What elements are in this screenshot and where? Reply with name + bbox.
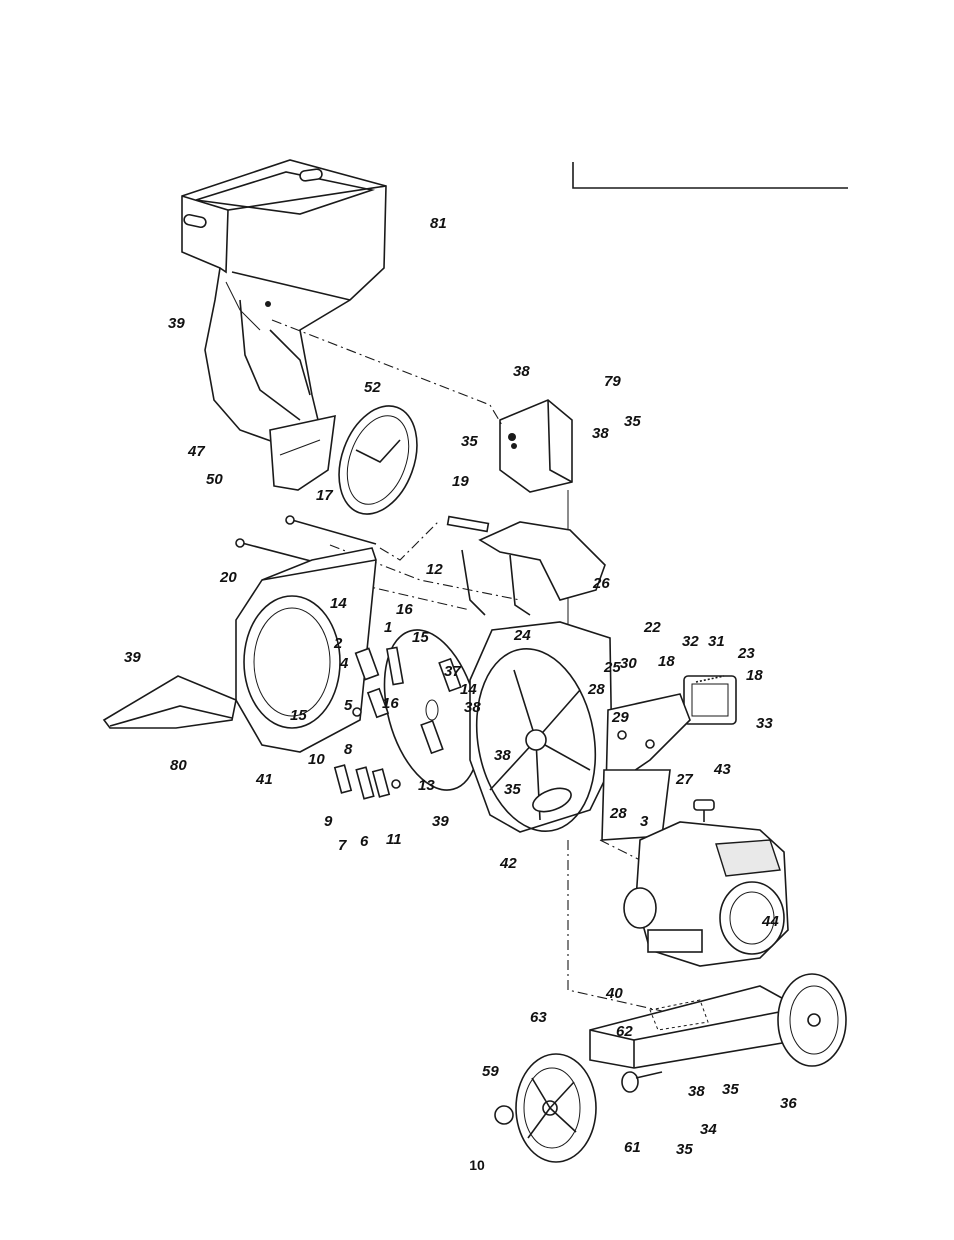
part-label-35: 35 xyxy=(722,1081,739,1098)
part-label-16: 16 xyxy=(382,695,399,712)
part-label-42: 42 xyxy=(499,855,517,872)
part-label-8: 8 xyxy=(344,741,353,758)
part-label-44: 44 xyxy=(761,913,779,930)
part-label-3: 3 xyxy=(640,813,649,830)
part-label-40: 40 xyxy=(605,985,623,1002)
part-label-35: 35 xyxy=(504,781,521,798)
part-label-81: 81 xyxy=(430,215,447,232)
part-label-36: 36 xyxy=(780,1095,797,1112)
part-label-24: 24 xyxy=(513,627,531,644)
part-label-12: 12 xyxy=(426,561,443,578)
part-label-38: 38 xyxy=(464,699,481,716)
part-label-50: 50 xyxy=(206,471,223,488)
part-label-13: 13 xyxy=(418,777,435,794)
part-label-19: 19 xyxy=(452,473,469,490)
part-label-38: 38 xyxy=(494,747,511,764)
part-label-6: 6 xyxy=(360,833,369,850)
wheel-right xyxy=(778,974,846,1066)
part-label-14: 14 xyxy=(460,681,477,698)
part-label-32: 32 xyxy=(682,633,699,650)
part-label-62: 62 xyxy=(616,1023,633,1040)
part-label-20: 20 xyxy=(219,569,237,586)
part-label-34: 34 xyxy=(700,1121,717,1138)
part-label-35: 35 xyxy=(461,433,478,450)
part-label-1: 1 xyxy=(384,619,392,636)
part-label-16: 16 xyxy=(396,601,413,618)
part-label-15: 15 xyxy=(290,707,307,724)
part-label-18: 18 xyxy=(746,667,763,684)
part-label-39: 39 xyxy=(432,813,449,830)
part-label-61: 61 xyxy=(624,1139,641,1156)
wheel-left xyxy=(516,1054,596,1162)
part-label-17: 17 xyxy=(316,487,333,504)
part-label-4: 4 xyxy=(339,655,349,672)
part-label-22: 22 xyxy=(643,619,661,636)
part-label-35: 35 xyxy=(676,1141,693,1158)
part-label-63: 63 xyxy=(530,1009,547,1026)
part-label-30: 30 xyxy=(620,655,637,672)
part-label-38: 38 xyxy=(688,1083,705,1100)
part-label-43: 43 xyxy=(713,761,731,778)
part-label-79: 79 xyxy=(604,373,621,390)
part-label-41: 41 xyxy=(255,771,273,788)
part-label-5: 5 xyxy=(344,697,353,714)
part-label-10: 10 xyxy=(308,751,325,768)
part-label-33: 33 xyxy=(756,715,773,732)
part-label-80: 80 xyxy=(170,757,187,774)
part-label-28: 28 xyxy=(609,805,627,822)
access-plate xyxy=(325,395,431,525)
part-label-28: 28 xyxy=(587,681,605,698)
part-label-39: 39 xyxy=(124,649,141,666)
part-label-9: 9 xyxy=(324,813,333,830)
deflector xyxy=(448,517,605,615)
part-label-35: 35 xyxy=(624,413,641,430)
part-label-31: 31 xyxy=(708,633,725,650)
part-label-38: 38 xyxy=(513,363,530,380)
part-label-23: 23 xyxy=(737,645,755,662)
page-number: 10 xyxy=(469,1157,485,1173)
mount-bracket xyxy=(500,400,572,492)
part-label-7: 7 xyxy=(338,837,347,854)
part-label-15: 15 xyxy=(412,629,429,646)
part-label-14: 14 xyxy=(330,595,347,612)
part-label-2: 2 xyxy=(333,635,343,652)
part-label-37: 37 xyxy=(444,663,461,680)
part-label-29: 29 xyxy=(611,709,629,726)
part-label-52: 52 xyxy=(364,379,381,396)
part-label-38: 38 xyxy=(592,425,609,442)
discharge-chute xyxy=(104,676,236,728)
part-label-25: 25 xyxy=(603,659,621,676)
part-label-27: 27 xyxy=(675,771,693,788)
part-label-59: 59 xyxy=(482,1063,499,1080)
header-frame-line xyxy=(573,162,848,188)
part-label-26: 26 xyxy=(592,575,610,592)
part-label-47: 47 xyxy=(187,443,205,460)
front-housing xyxy=(463,622,612,841)
part-label-11: 11 xyxy=(386,831,402,848)
part-label-18: 18 xyxy=(658,653,675,670)
part-label-39: 39 xyxy=(168,315,185,332)
